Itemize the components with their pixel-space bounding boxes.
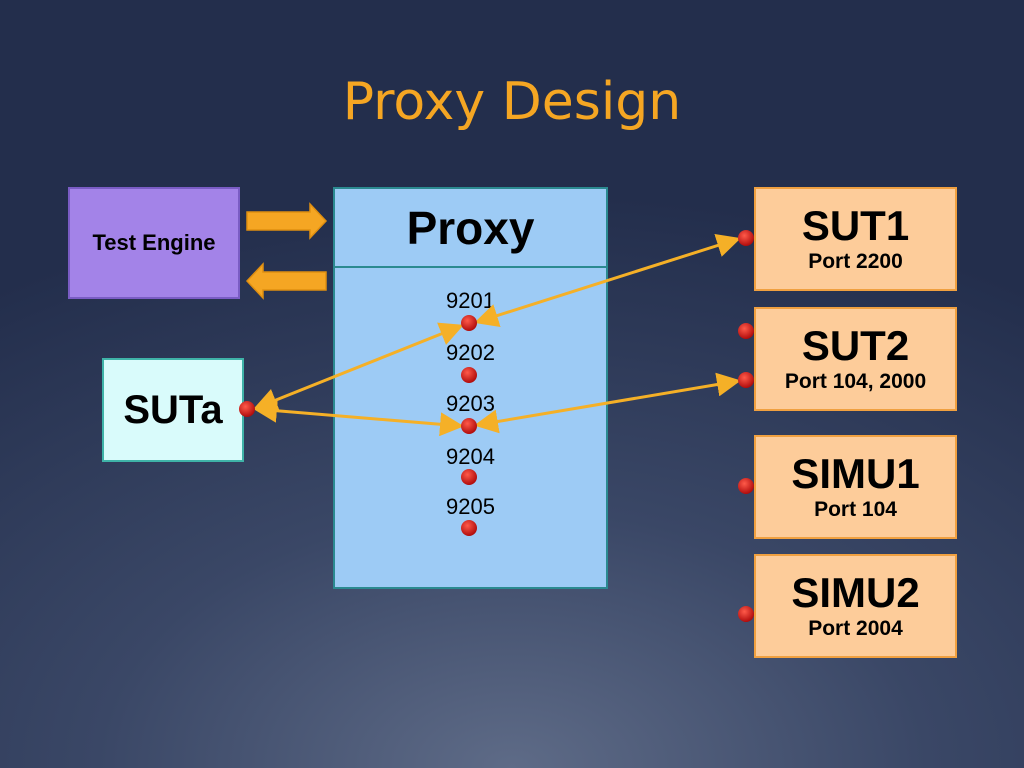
port-9201-dot	[461, 315, 477, 331]
sut1-name: SUT1	[801, 202, 910, 249]
block-arrow-right	[246, 202, 328, 240]
sut1-endpoint-dot	[738, 230, 754, 246]
sut2-name: SUT2	[801, 322, 910, 369]
simu2-port: Port 2004	[808, 617, 903, 640]
port-9203-dot	[461, 418, 477, 434]
connection-suta-9201	[253, 322, 464, 412]
suta-endpoint-dot	[239, 401, 255, 417]
connection-9201-sut1	[474, 233, 741, 328]
simu2-box: SIMU2 Port 2004	[754, 554, 957, 658]
sut2-endpoint-dot-top	[738, 323, 754, 339]
port-9205-dot	[461, 520, 477, 536]
simu1-name: SIMU1	[791, 450, 920, 497]
sut2-port: Port 104, 2000	[784, 370, 927, 393]
simu2-name: SIMU2	[791, 569, 920, 616]
test-engine-box: Test Engine	[68, 187, 240, 299]
port-label-9205: 9205	[446, 494, 495, 519]
sut2-endpoint-dot	[738, 372, 754, 388]
simu1-endpoint-dot	[738, 478, 754, 494]
connection-9203-sut2	[474, 372, 741, 434]
sut1-box: SUT1 Port 2200	[754, 187, 957, 291]
test-engine-label: Test Engine	[92, 230, 216, 255]
port-9202-dot	[461, 367, 477, 383]
port-label-9204: 9204	[446, 444, 495, 469]
block-arrow-left	[245, 262, 327, 300]
sut2-box: SUT2 Port 104, 2000	[754, 307, 957, 411]
simu2-endpoint-dot	[738, 606, 754, 622]
connection-suta-9203	[253, 398, 464, 437]
suta-label: SUTa	[123, 387, 223, 432]
port-9204-dot	[461, 469, 477, 485]
simu1-box: SIMU1 Port 104	[754, 435, 957, 539]
simu1-port: Port 104	[814, 498, 897, 521]
slide-title: Proxy Design	[342, 72, 682, 132]
sut1-port: Port 2200	[808, 250, 903, 273]
